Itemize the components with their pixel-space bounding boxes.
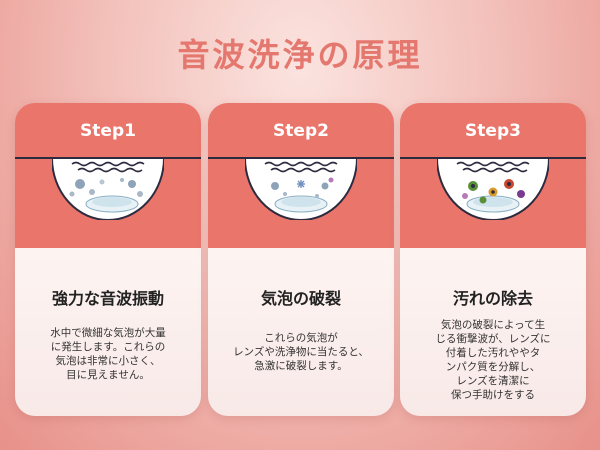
card-header: Step1 (15, 103, 201, 248)
step-description: 気泡の破裂によって生 じる衝撃波が、レンズに 付着した汚れややタ ンパク質を分解… (435, 319, 551, 401)
card-body (400, 248, 586, 416)
card-body (15, 248, 201, 416)
germ-removal-scene-icon (437, 158, 549, 220)
page-title: 音波洗浄の原理 (177, 36, 423, 74)
step-heading: 気泡の破裂 (260, 289, 341, 308)
step-label: Step3 (465, 121, 521, 141)
step-heading: 強力な音波振動 (51, 289, 164, 308)
step-description: 水中で微細な気泡が大量 に発生します。これらの 気泡は非常に小さく、 目に見えま… (50, 327, 166, 381)
bubbles-scene-icon (52, 158, 164, 220)
card-header: Step3 (400, 103, 586, 248)
step-description: これらの気泡が レンズや洗浄物に当たると、 急激に破裂します。 (233, 332, 369, 372)
germ-icon (462, 179, 525, 204)
step-heading: 汚れの除去 (452, 289, 533, 308)
card-header: Step2 (208, 103, 394, 248)
step-card-1: Step1 強力な音波振動 水中で微細な気泡が大量 に発生します。これらの 気泡… (15, 103, 201, 416)
bubble-burst-scene-icon (245, 158, 357, 220)
step-label: Step2 (273, 121, 329, 141)
card-body (208, 248, 394, 416)
step-card-2: Step2 気泡の破裂 これらの気泡が レンズや洗浄物に当たると、 急激に破裂し… (208, 103, 394, 416)
step-card-3: Step3 汚れの除去 気泡の破裂によって生 じる衝撃波が、レンズに 付着した汚… (400, 103, 586, 416)
step-label: Step1 (80, 121, 136, 141)
